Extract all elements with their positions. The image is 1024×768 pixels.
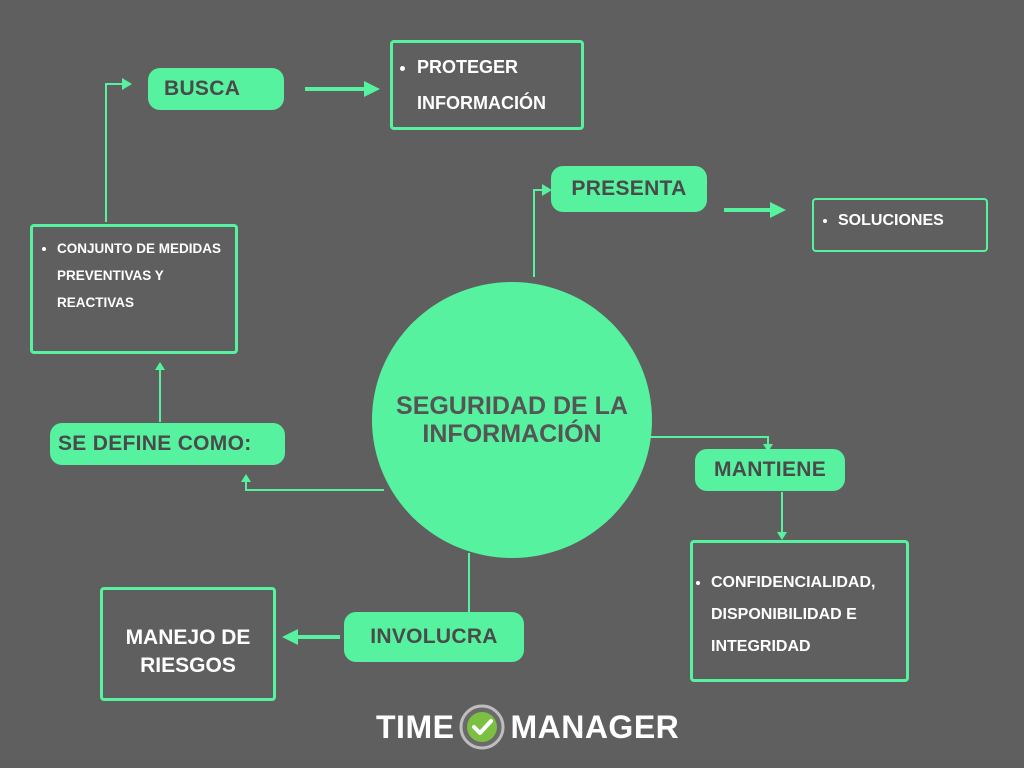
mantiene-node: MANTIENE — [695, 449, 845, 491]
central-node: SEGURIDAD DE LA INFORMACIÓN — [372, 282, 652, 558]
involucra-node: INVOLUCRA — [344, 612, 524, 662]
conjunto-box: CONJUNTO DE MEDIDAS PREVENTIVAS Y REACTI… — [30, 224, 238, 354]
connector-circle-sedefine — [245, 480, 384, 491]
connector-circle-mantiene — [650, 436, 769, 448]
conjunto-item: CONJUNTO DE MEDIDAS PREVENTIVAS Y REACTI… — [57, 235, 229, 316]
cia-box: CONFIDENCIALIDAD, DISPONIBILIDAD E INTEG… — [690, 540, 909, 682]
cia-item: CONFIDENCIALIDAD, DISPONIBILIDAD E INTEG… — [711, 567, 900, 663]
soluciones-box: SOLUCIONES — [812, 198, 988, 252]
central-title: SEGURIDAD DE LA INFORMACIÓN — [396, 392, 628, 448]
soluciones-item: SOLUCIONES — [838, 212, 980, 230]
busca-label: BUSCA — [164, 77, 241, 100]
arrowhead — [542, 184, 552, 196]
arrowhead — [122, 78, 132, 90]
se-define-node: SE DEFINE COMO: — [50, 423, 285, 465]
arrowhead — [155, 362, 165, 370]
logo-text-left: TIME — [376, 708, 455, 745]
mantiene-label: MANTIENE — [713, 458, 827, 481]
proteger-item: PROTEGER INFORMACIÓN — [417, 49, 573, 121]
presenta-node: PRESENTA — [551, 166, 707, 212]
arrowhead — [364, 81, 380, 97]
logo-text-right: MANAGER — [510, 708, 680, 745]
proteger-box: PROTEGER INFORMACIÓN — [390, 40, 584, 130]
manejo-box: MANEJO DE RIESGOS — [100, 587, 276, 701]
manejo-label: MANEJO DE RIESGOS — [125, 626, 251, 677]
se-define-label: SE DEFINE COMO: — [58, 432, 252, 455]
busca-node: BUSCA — [148, 68, 284, 110]
arrowhead — [777, 532, 787, 540]
time-manager-logo: TIME MANAGER — [376, 702, 679, 752]
presenta-label: PRESENTA — [571, 177, 687, 200]
arrowhead — [241, 474, 251, 482]
arrowhead — [763, 444, 773, 452]
arrowhead — [282, 629, 298, 645]
clock-check-icon — [459, 704, 505, 750]
connector-circle-presenta — [533, 189, 545, 277]
involucra-label: INVOLUCRA — [370, 625, 498, 648]
connector-conjunto-busca — [105, 83, 124, 222]
arrowhead — [770, 202, 786, 218]
